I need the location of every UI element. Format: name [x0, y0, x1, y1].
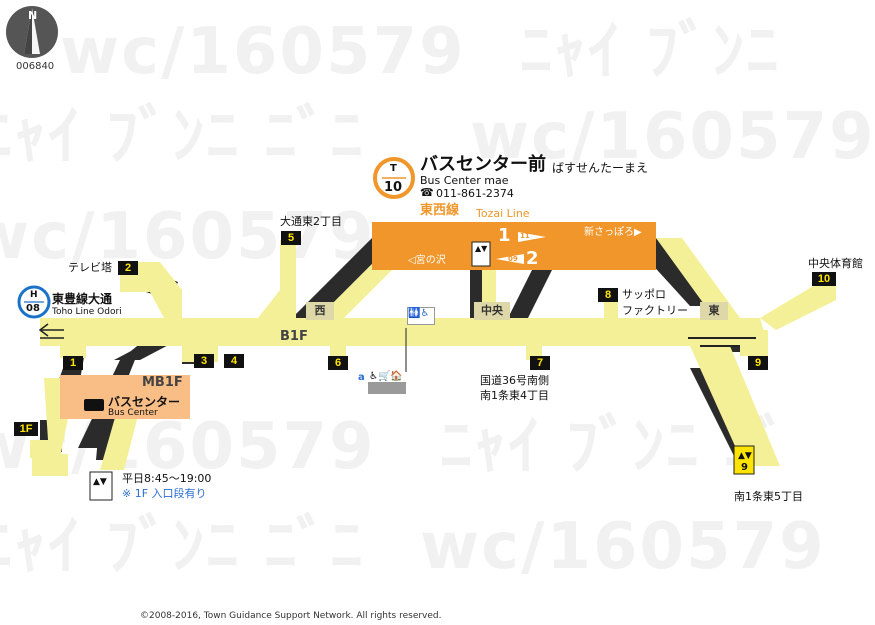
toho-code-letter: H: [30, 290, 38, 300]
gate-east: 東: [700, 302, 728, 320]
watermark: wc/160579: [470, 100, 875, 174]
label-route36-1: 国道36号南側: [480, 374, 549, 387]
elevator-icon: ▲▼: [475, 244, 488, 253]
gate-center: 中央: [474, 302, 510, 320]
bus-center-name-ja: バスセンター: [108, 395, 181, 409]
toilet-icon: 🚻♿: [408, 308, 430, 319]
floor-b1: B1F: [280, 329, 308, 344]
elevator-icon: ▲▼: [738, 451, 752, 461]
exit-10: 10: [812, 272, 836, 286]
exit-1f: 1F: [14, 422, 38, 436]
elevator-icon: ▲▼: [93, 477, 107, 487]
elevator-note: ※ 1F 入口段有り: [122, 487, 207, 500]
exit-5: 5: [281, 231, 301, 245]
label-tv-tower: テレビ塔: [68, 261, 112, 274]
toho-arrow: [38, 323, 64, 339]
exit-1: 1: [63, 356, 83, 370]
watermark: wc/160579: [60, 15, 466, 89]
direction-west-arrow: [496, 254, 524, 264]
toho-code-number: 08: [26, 303, 40, 314]
exit-2: 2: [118, 261, 138, 275]
toho-name-en: Toho Line Odori: [52, 307, 122, 317]
exit-3: 3: [194, 354, 214, 368]
watermark: ﾆｬｲ ﾌﾞﾝﾆ: [520, 15, 781, 89]
compass-letter: N: [28, 9, 38, 22]
exit-4: 4: [224, 354, 244, 368]
track-1-station: 11: [520, 232, 530, 240]
label-sapporo-factory-2: ファクトリー: [622, 304, 688, 317]
direction-east-label: 新さっぽろ▶: [584, 227, 642, 238]
watermark: wc/160579: [420, 510, 826, 584]
line-name-ja: 東西線: [420, 203, 460, 218]
direction-west-label: ◁宮の沢: [408, 255, 446, 266]
label-route36-2: 南1条東4丁目: [480, 389, 549, 402]
station-name-kana: ばすせんたーまえ: [552, 161, 649, 175]
exit-8: 8: [598, 288, 618, 302]
elevator-exit-9: 9: [741, 462, 748, 473]
label-odori-higashi2: 大通東2丁目: [280, 215, 342, 228]
facility-a-label: a: [358, 372, 365, 383]
toho-name-ja: 東豊線大通: [52, 292, 113, 306]
label-sapporo-factory-1: サッポロ: [622, 288, 666, 301]
toilet-icon: [407, 307, 435, 325]
exit-6: 6: [328, 356, 348, 370]
bus-center-name-en: Bus Center: [108, 408, 158, 418]
gate-west: 西: [306, 302, 334, 320]
accessibility-icon: ♿🛒🏠: [369, 371, 403, 382]
platform-1-number: 1: [498, 225, 511, 246]
station-code-number: 10: [384, 180, 403, 195]
facility-panel: [368, 382, 406, 394]
bus-center-area: [60, 375, 190, 419]
exit-7: 7: [530, 356, 550, 370]
corridors: [30, 238, 836, 476]
station-name-ja: バスセンター前: [420, 154, 546, 175]
elevator-hours: 平日8:45～19:00: [122, 472, 212, 485]
compass-icon: [6, 6, 58, 58]
map-id: 006840: [16, 61, 55, 72]
label-chuo-gym: 中央体育館: [808, 257, 863, 270]
exit-9: 9: [748, 356, 768, 370]
label-minami1-higashi5: 南1条東5丁目: [734, 490, 803, 503]
station-code-letter: T: [390, 163, 397, 174]
watermark: ﾆｬｲ ﾌﾞﾝﾆ ﾆﾞﾆ: [0, 510, 365, 584]
station-name-en: Bus Center mae: [420, 174, 509, 187]
phone-icon: ☎: [420, 186, 434, 199]
floor-mb1: MB1F: [142, 375, 183, 390]
copyright: ©2008-2016, Town Guidance Support Networ…: [140, 611, 442, 621]
watermark: wc/160579: [0, 200, 376, 274]
direction-east-arrow: [518, 232, 546, 242]
line-name-en: Tozai Line: [476, 207, 530, 220]
platform-2-number: 2: [526, 248, 539, 269]
bus-icon: [84, 399, 104, 411]
track-2-station: 09: [508, 255, 518, 263]
watermark: ﾆｬｲ ﾌﾞﾝﾆ ﾆﾞﾆ: [0, 100, 365, 174]
station-phone: 011-861-2374: [436, 187, 514, 200]
